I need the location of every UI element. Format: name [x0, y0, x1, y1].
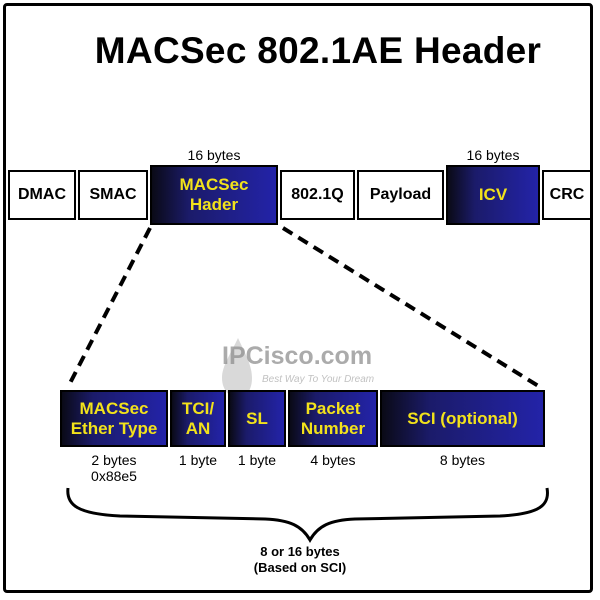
total-size-basis: (Based on SCI): [253, 560, 347, 575]
header-field-packet-number: Packet Number: [288, 390, 378, 447]
icv-size: 16 bytes: [466, 147, 520, 163]
field-payload: Payload: [357, 170, 444, 220]
macsec-header-size: 16 bytes: [187, 147, 241, 163]
expansion-line-left: [66, 227, 152, 388]
field-crc: CRC: [542, 170, 592, 220]
watermark-tagline: Best Way To Your Dream: [262, 374, 375, 385]
watermark-brand: IPCisco.com: [222, 342, 373, 370]
packet-number-size: 4 bytes: [310, 452, 356, 468]
field-icv: ICV: [446, 165, 540, 225]
header-field-sl: SL: [228, 390, 286, 447]
header-field-tci-an: TCI/ AN: [170, 390, 226, 447]
diagram-frame: [3, 3, 593, 593]
tci-an-size: 1 byte: [178, 452, 218, 468]
field-smac: SMAC: [78, 170, 148, 220]
field-macsec-header: MACSec Hader: [150, 165, 278, 225]
header-field-ether-type: MACSec Ether Type: [60, 390, 168, 447]
diagram-title: MACSec 802.1AE Header: [94, 30, 542, 71]
ether-type-size: 2 bytes 0x88e5: [91, 452, 137, 485]
header-field-sci: SCI (optional): [380, 390, 545, 447]
field-dmac: DMAC: [8, 170, 76, 220]
sl-size: 1 byte: [237, 452, 277, 468]
total-size-brace: [66, 487, 549, 544]
expansion-line-right: [281, 226, 542, 389]
sci-size: 8 bytes: [439, 452, 486, 468]
field-8021q: 802.1Q: [280, 170, 355, 220]
total-size-label: 8 or 16 bytes: [260, 544, 340, 559]
